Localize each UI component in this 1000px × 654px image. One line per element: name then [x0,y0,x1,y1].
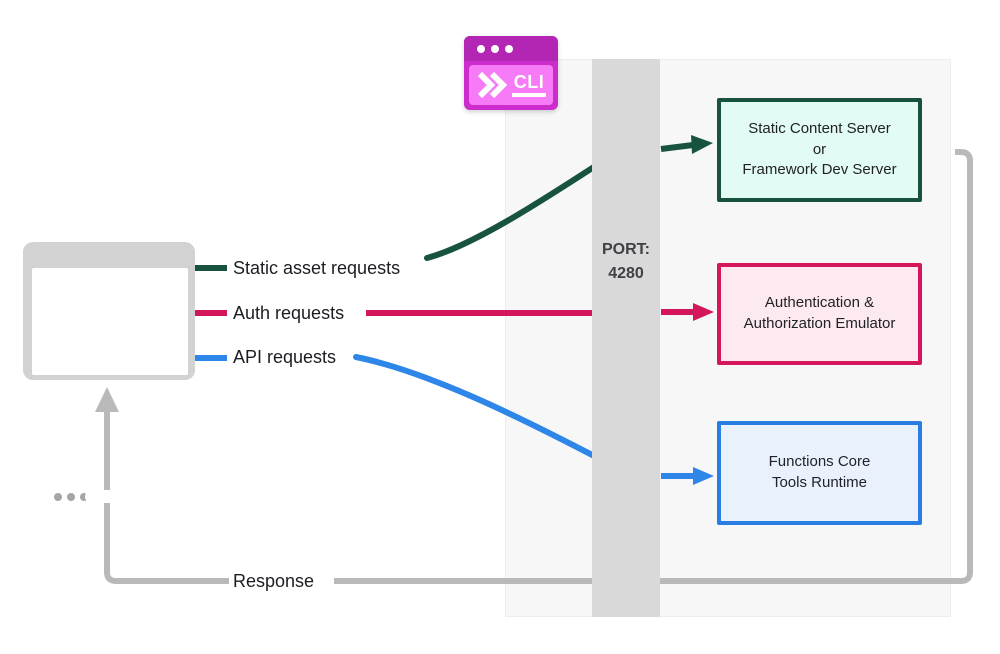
port-label-line1: PORT: [602,241,650,258]
static-content-server-box: Static Content Server or Framework Dev S… [717,98,922,202]
functions-core-tools-box: Functions Core Tools Runtime [717,421,922,525]
browser-url-bar [85,490,211,503]
api-requests-label: API requests [233,347,337,367]
browser-dot-icon [80,493,88,501]
port-bar [592,59,660,617]
port-label-line2: 4280 [608,265,644,282]
box-text-line: Authentication & [764,294,875,312]
box-text-line: or [812,140,827,158]
auth-requests-arrow [195,303,714,321]
browser-icon [23,242,211,503]
cli-dot-icon [505,45,513,53]
box-text-line: Framework Dev Server [742,161,897,179]
cli-label: CLI [511,72,547,98]
box-text-line: Functions Core [768,453,871,471]
cli-dot-icon [477,45,485,53]
static-requests-label: Static asset requests [233,258,401,278]
auth-emulator-box: Authentication & Authorization Emulator [717,263,922,365]
response-label: Response [233,571,315,591]
browser-content-area [32,268,188,375]
box-text-line: Tools Runtime [771,474,868,491]
api-requests-arrow [195,354,714,485]
response-arrow [95,149,973,584]
box-text-line: Static Content Server [748,119,891,137]
chevrons-icon [477,71,507,99]
port-label: PORT: 4280 [592,238,660,286]
cli-dot-icon [491,45,499,53]
static-requests-arrow [195,135,713,271]
browser-dot-icon [67,493,75,501]
cli-body: CLI [469,65,553,105]
cli-icon: CLI [464,36,558,110]
browser-dot-icon [54,493,62,501]
box-text-line: Authorization Emulator [743,315,896,332]
auth-requests-label: Auth requests [233,303,345,323]
